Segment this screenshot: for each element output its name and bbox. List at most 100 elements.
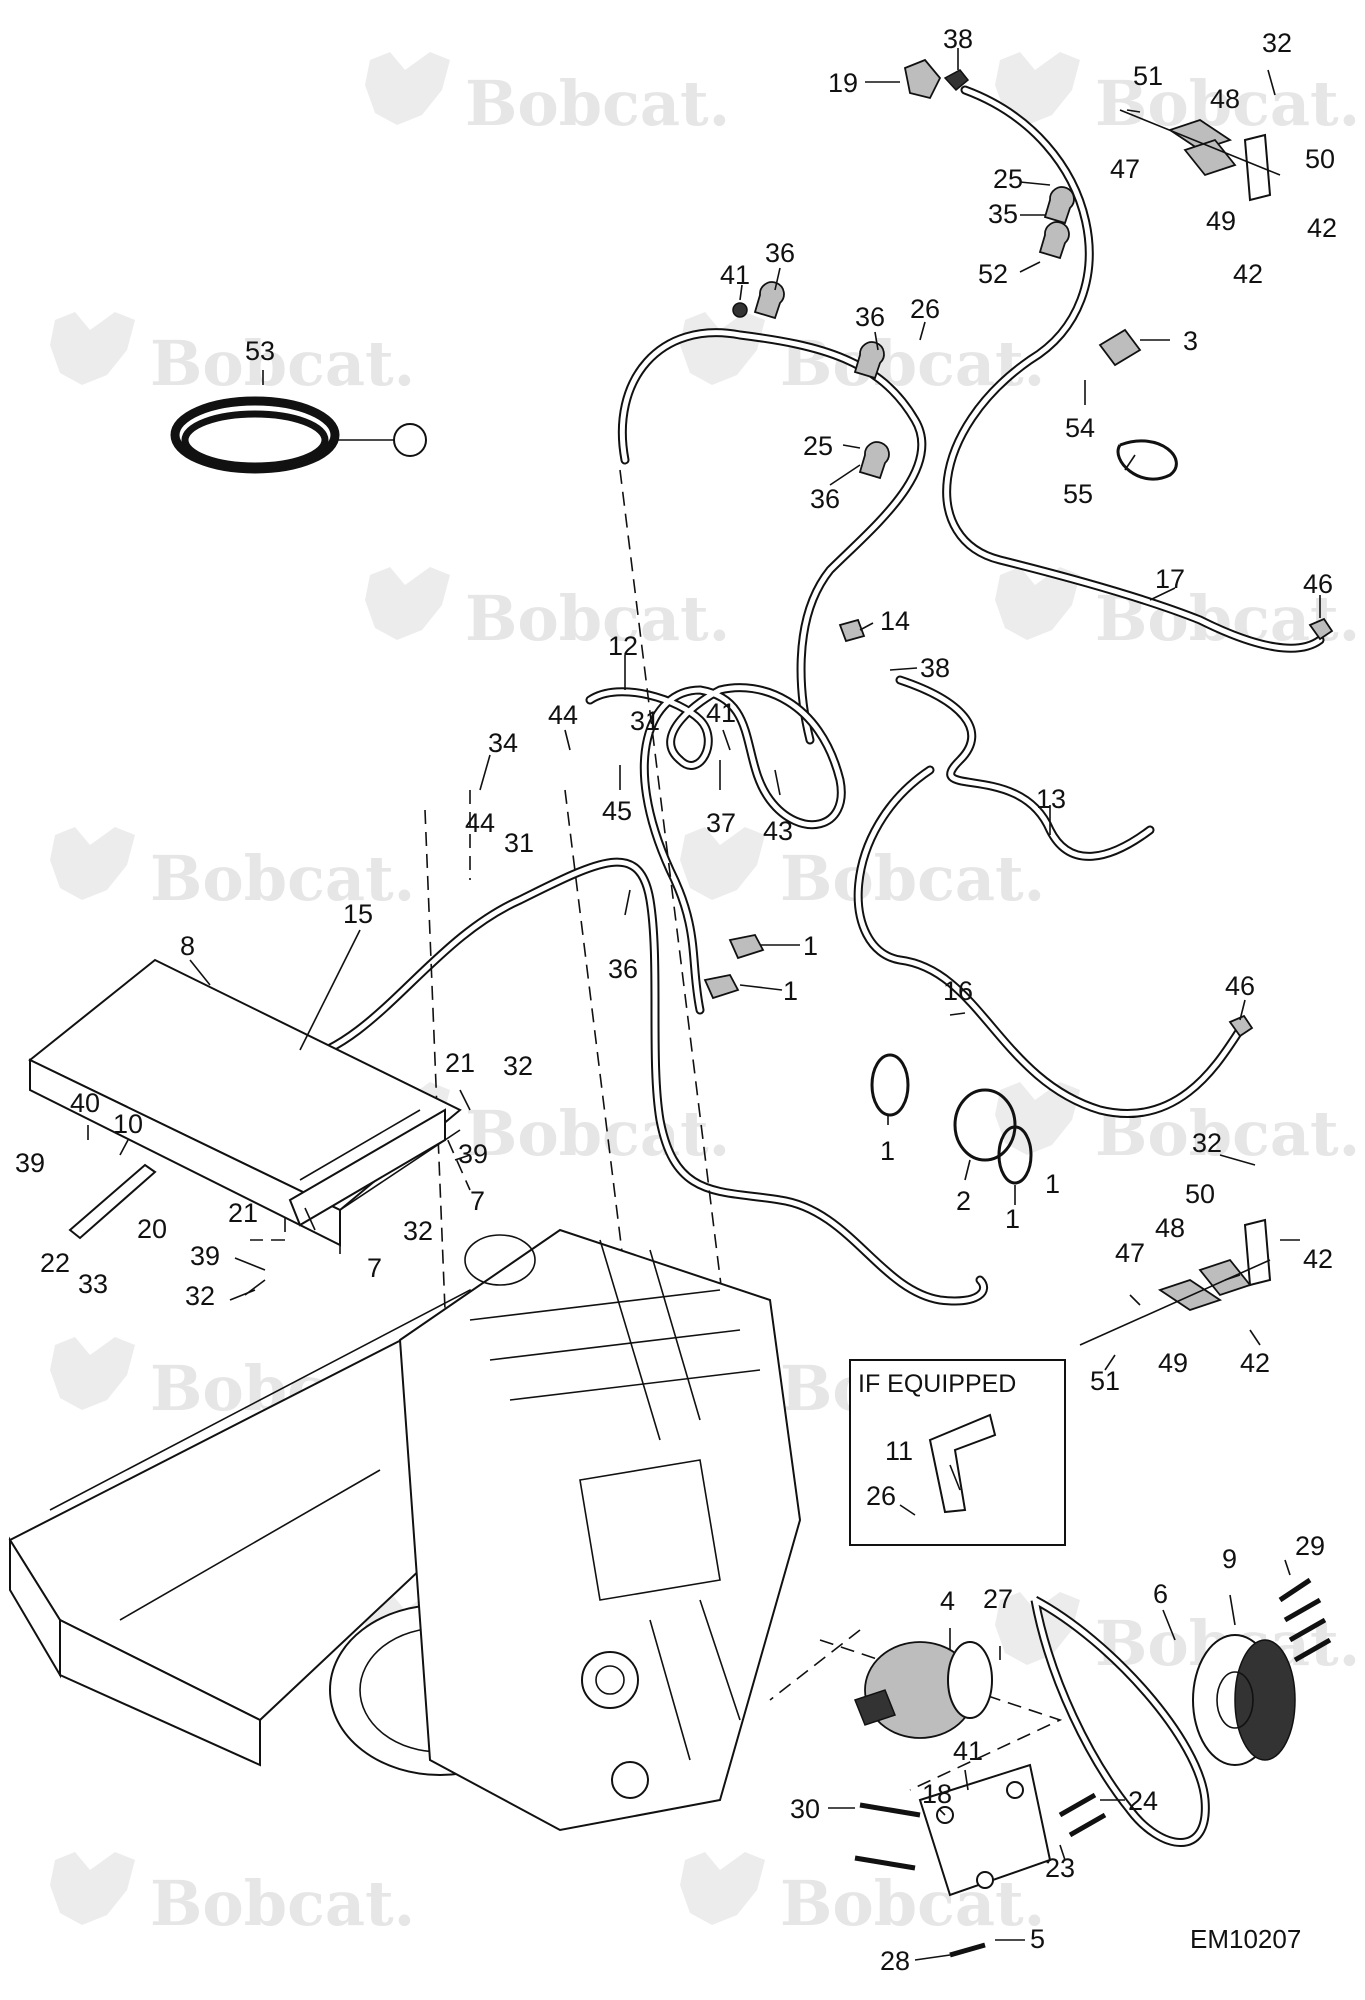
watermark-text: Bobcat. <box>465 582 730 655</box>
watermark-text: Bobcat. <box>1095 1097 1360 1170</box>
watermark-2: Bobcat. <box>995 52 1360 140</box>
watermark-15: Bobcat. <box>50 1852 415 1940</box>
part-38-clamp <box>943 69 970 92</box>
part-30-bolt <box>854 1855 916 1871</box>
callout-18: 18 <box>922 1779 952 1809</box>
part-36-clamp <box>753 281 785 320</box>
callout-44: 44 <box>548 700 578 730</box>
part-30-bolt <box>859 1802 921 1818</box>
callout-22: 22 <box>40 1248 70 1278</box>
callout-52: 52 <box>978 259 1008 289</box>
watermark-8: Bobcat. <box>680 827 1045 915</box>
part-35-clamp <box>1043 186 1075 225</box>
callout-43: 43 <box>763 816 793 846</box>
callout-8: 8 <box>180 931 195 961</box>
callout-27: 27 <box>983 1584 1013 1614</box>
callout-29: 29 <box>1295 1531 1325 1561</box>
part-18-bracket <box>918 1763 1052 1897</box>
callout-31: 31 <box>630 706 660 736</box>
bobcat-logo-icon <box>995 52 1080 125</box>
callout-55: 55 <box>1063 479 1093 509</box>
bobcat-logo-icon <box>680 827 765 900</box>
callout-11: 11 <box>885 1436 913 1466</box>
callout-42: 42 <box>1240 1348 1270 1378</box>
watermark-text: Bobcat. <box>780 1867 1045 1940</box>
callout-48: 48 <box>1155 1213 1185 1243</box>
bobcat-logo-icon <box>50 1337 135 1410</box>
callout-46: 46 <box>1225 971 1255 1001</box>
hose-17 <box>942 85 1325 653</box>
part-2-strap <box>953 1088 1017 1162</box>
bobcat-logo-icon <box>50 1852 135 1925</box>
callout-1: 1 <box>783 976 798 1006</box>
if-equipped-label: IF EQUIPPED <box>858 1370 1016 1398</box>
callout-12: 12 <box>608 631 638 661</box>
watermark-16: Bobcat. <box>680 1852 1045 1940</box>
callout-24: 24 <box>1128 1786 1158 1816</box>
parts-layer: IF EQUIPPED <box>68 58 1334 1958</box>
callout-47: 47 <box>1110 154 1140 184</box>
hose-layer <box>295 85 1325 1306</box>
bobcat-logo-icon <box>365 567 450 640</box>
callout-32: 32 <box>1262 28 1292 58</box>
bobcat-logo-icon <box>50 827 135 900</box>
part-1-clip <box>728 933 765 960</box>
callout-41: 41 <box>953 1736 983 1766</box>
hose-13 <box>895 675 1155 861</box>
callout-39: 39 <box>15 1148 45 1178</box>
callout-32: 32 <box>185 1281 215 1311</box>
callout-7: 7 <box>367 1253 382 1283</box>
callout-5: 5 <box>1030 1924 1045 1954</box>
part-9-pulley <box>1192 1634 1296 1766</box>
callout-49: 49 <box>1158 1348 1188 1378</box>
part-8-box <box>28 958 462 1247</box>
if-equipped-box: IF EQUIPPED <box>849 1359 1066 1546</box>
part-36-clamp <box>853 341 885 380</box>
watermark-text: Bobcat. <box>780 842 1045 915</box>
part-4-compressor <box>854 1641 993 1739</box>
bobcat-logo-icon <box>365 52 450 125</box>
callout-40: 40 <box>70 1088 100 1118</box>
engine-assembly <box>8 1228 802 1832</box>
watermark-text: Bobcat. <box>150 327 415 400</box>
part-29-bolts <box>1278 1577 1332 1663</box>
part-36-clamp <box>858 441 890 480</box>
hose-12-upper <box>617 328 927 745</box>
part-55-strap <box>1116 439 1178 481</box>
part-3-bracket <box>1098 328 1142 367</box>
callout-36: 36 <box>810 484 840 514</box>
part-48-bracket-low <box>1079 1218 1272 1346</box>
callout-39: 39 <box>458 1139 488 1169</box>
figure-code: EM10207 <box>1190 1924 1301 1954</box>
bobcat-logo-icon <box>50 312 135 385</box>
callout-25: 25 <box>993 164 1023 194</box>
part-28-bolt <box>949 1942 986 1958</box>
callout-15: 15 <box>343 899 373 929</box>
callout-1: 1 <box>1045 1169 1060 1199</box>
part-14-fitting <box>838 618 866 643</box>
part-53-coil <box>170 396 427 474</box>
part-46-fitting <box>1308 617 1334 641</box>
callout-38: 38 <box>943 24 973 54</box>
watermark-3: Bobcat. <box>50 312 415 400</box>
callout-53: 53 <box>245 336 275 366</box>
callout-1: 1 <box>803 931 818 961</box>
callout-42: 42 <box>1233 259 1263 289</box>
callout-39: 39 <box>190 1241 220 1271</box>
callout-labels: 38 19 51 32 48 47 50 49 42 42 25 35 52 3… <box>15 24 1337 1976</box>
callout-49: 49 <box>1206 206 1236 236</box>
callout-54: 54 <box>1065 413 1095 443</box>
callout-36: 36 <box>608 954 638 984</box>
callout-50: 50 <box>1305 144 1335 174</box>
callout-23: 23 <box>1045 1853 1075 1883</box>
callout-47: 47 <box>1115 1238 1145 1268</box>
part-24-bolt <box>1058 1792 1107 1838</box>
callout-37: 37 <box>706 808 736 838</box>
part-1-clip <box>703 973 740 1000</box>
callout-32: 32 <box>503 1051 533 1081</box>
part-20-bar <box>68 1163 157 1240</box>
callout-41: 41 <box>720 260 750 290</box>
callout-32: 32 <box>403 1216 433 1246</box>
part-46-fitting <box>1228 1014 1254 1038</box>
